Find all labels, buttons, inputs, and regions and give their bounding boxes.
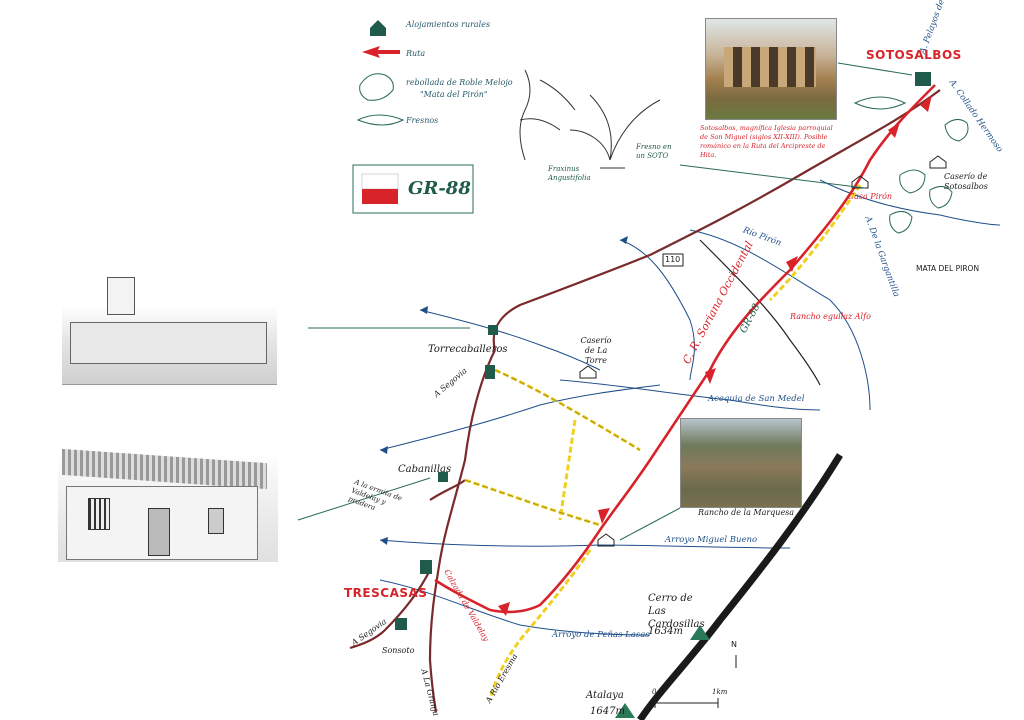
road-n110 — [492, 89, 941, 351]
river-arrows — [380, 236, 628, 545]
scale-one-km: 1km — [712, 688, 728, 696]
route-arrow-icon — [362, 46, 400, 58]
connector-lines — [297, 62, 913, 541]
road-black — [699, 239, 821, 386]
place-casa-piron: Casa Pirón — [848, 192, 893, 201]
gr-badge — [352, 164, 474, 214]
dashed-outline — [464, 369, 641, 526]
church-tower — [107, 277, 135, 315]
place-caserio-sotosalbos: Caserío de Sotosalbos — [944, 172, 988, 191]
town-trescasas: TRESCASAS — [344, 586, 428, 600]
route-arrows — [498, 95, 932, 616]
legend-label-rebollada: rebollada de Roble Melojo — [406, 78, 513, 87]
place-cerro: Cerro de Las Cardosillas — [648, 593, 705, 630]
ash-species-label: Fraxinus Angustifolia — [548, 165, 591, 182]
water-arroyo-miguel: Arroyo Miguel Bueno — [665, 535, 758, 545]
ash-leaf-icon — [356, 114, 405, 126]
church-wall — [70, 322, 267, 364]
water-acequia: Acequia de San Medel — [708, 394, 805, 404]
track-rancho — [699, 239, 821, 386]
house-door — [148, 508, 170, 556]
road-marker-box — [662, 253, 684, 267]
house-window — [88, 498, 110, 530]
ash-tree-drawing — [519, 69, 661, 169]
place-mata-piron: MATA DEL PIRON — [916, 264, 980, 273]
dashed-1 — [494, 368, 641, 452]
place-rancho-eguilaz: Rancho eguilaz Alfo — [790, 312, 871, 321]
house-window-2 — [208, 508, 224, 534]
place-atalaya-alt: 1647m — [590, 706, 625, 717]
dashed-4 — [488, 549, 592, 701]
legend-label-alojamientos: Alojamientos rurales — [406, 20, 491, 29]
scale-bar — [654, 655, 737, 708]
roads — [349, 89, 941, 713]
place-atalaya: Atalaya — [586, 690, 624, 701]
village-icons — [395, 72, 931, 630]
small-houses — [579, 155, 947, 547]
church-arcade — [724, 47, 816, 87]
red-route — [434, 84, 936, 614]
rio-piron — [689, 229, 871, 411]
ash-note-label: Fresno en un SOTO — [636, 143, 672, 160]
arroyo-upper — [619, 239, 695, 381]
water-arroyo-penas: Arroyo de Peñas Lasas — [552, 630, 650, 640]
church-caption: Sotosalbos, magnífica Iglesia parroquial… — [700, 124, 833, 159]
thick-track-cardosillas — [637, 453, 843, 720]
house-drawing — [58, 448, 278, 562]
rural-house-icon — [370, 20, 386, 36]
road-number-110: 110 — [665, 255, 681, 264]
road-cabanillas — [429, 479, 466, 501]
town-torrecaballeros: Torrecaballeros — [428, 344, 508, 355]
town-cabanillas: Cabanillas — [398, 464, 452, 475]
oak-leaf-icon — [359, 73, 394, 101]
dashed-5 — [768, 184, 862, 302]
route-main — [489, 84, 936, 614]
place-cerro-alt: 1634m — [648, 626, 683, 637]
summits — [615, 625, 710, 718]
acequia-san-medel — [559, 379, 821, 411]
north-arrow: N — [731, 640, 737, 649]
rancho-photo — [680, 418, 802, 508]
oak-leaves — [853, 96, 969, 234]
town-sonsoto: Sonsoto — [382, 646, 415, 655]
dashed-3 — [558, 419, 577, 521]
road-to-segovia — [349, 569, 431, 650]
gr88-badge-text: GR-88 — [408, 178, 471, 199]
church-photo — [705, 18, 837, 120]
place-caserio-torre: Caserío de La Torre — [580, 336, 612, 365]
town-sotosalbos: SOTOSALBOS — [866, 48, 962, 62]
legend-label-fresnos: Fresnos — [406, 116, 439, 125]
arroyo-miguel-bueno — [379, 539, 791, 549]
arroyo-penas-lasas — [379, 579, 651, 636]
rio-ciguinuela — [379, 384, 661, 451]
scale-zero: 0 — [652, 688, 657, 696]
road-secondary — [428, 349, 496, 713]
route-trescasas — [434, 578, 491, 612]
legend-label-ruta: Ruta — [406, 49, 426, 58]
legend-icons — [356, 20, 405, 126]
river-left-1 — [419, 309, 601, 371]
house-roof — [62, 448, 267, 490]
legend-sublabel-mata: "Mata del Pirón" — [420, 90, 488, 99]
church-drawing — [62, 272, 277, 385]
rancho-caption: Rancho de la Marquesa — [698, 508, 795, 517]
rivers — [379, 179, 1001, 636]
